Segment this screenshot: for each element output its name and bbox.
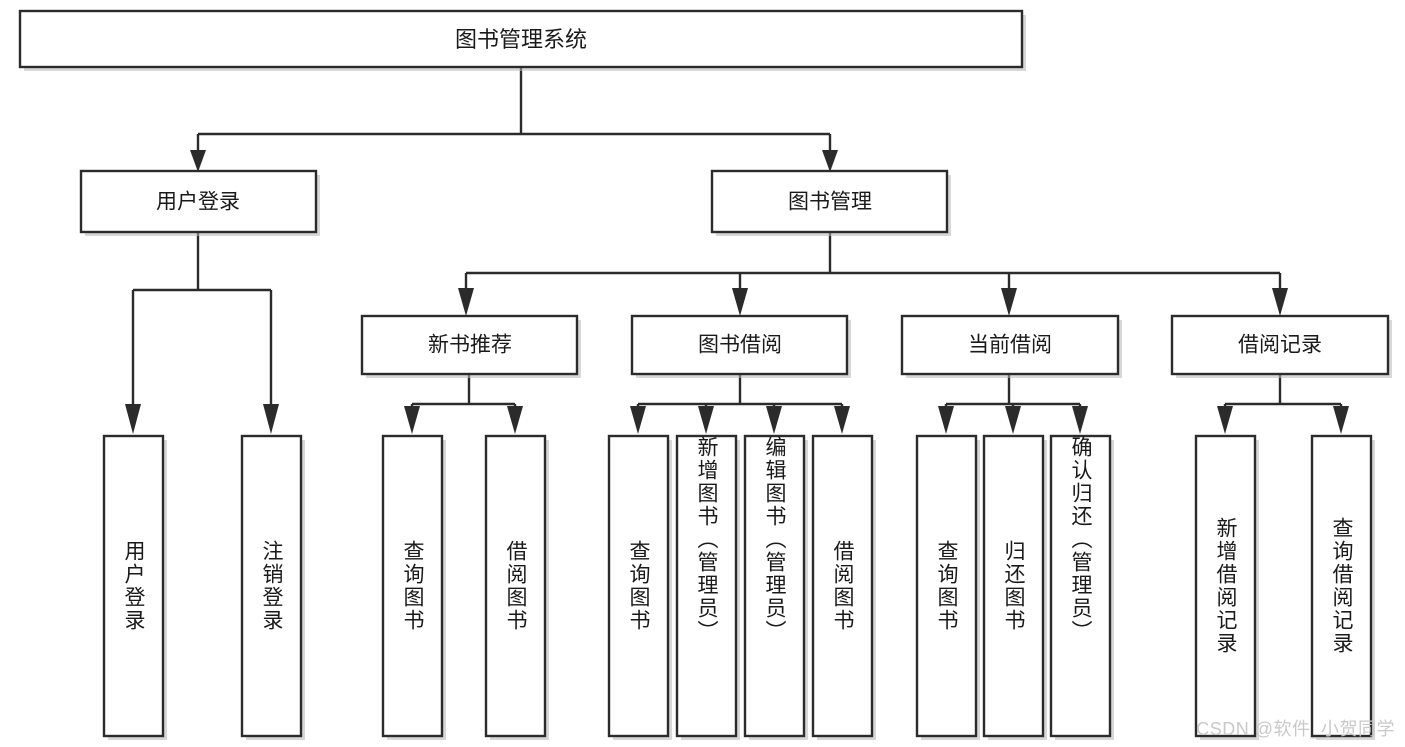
arrow-leaf-query-book-3 xyxy=(938,406,954,434)
borrow-record-node-label: 借阅记录 xyxy=(1238,334,1322,357)
current-borrow-node-box[interactable] xyxy=(900,314,1120,376)
leaf-add-record-box[interactable] xyxy=(1194,434,1257,738)
leaf-user-login-box[interactable] xyxy=(102,434,165,738)
arrow-leaf-borrow-book-2 xyxy=(834,406,850,434)
arrow-leaf-borrow-book-1 xyxy=(507,406,523,434)
book-manage-node-box[interactable] xyxy=(710,169,949,234)
book-borrow-node-box[interactable] xyxy=(630,314,849,376)
book-manage-node-label: 图书管理 xyxy=(788,191,872,214)
leaf-query-book-2-box[interactable] xyxy=(607,434,670,738)
arrow-leaf-query-book-2 xyxy=(630,406,646,434)
arrow-leaf-query-book-1 xyxy=(404,406,420,434)
arrow-to-current-borrow xyxy=(1001,288,1017,316)
arrow-leaf-confirm-return xyxy=(1072,406,1088,434)
new-book-rec-node-label: 新书推荐 xyxy=(428,334,512,357)
root-node-label: 图书管理系统 xyxy=(455,27,587,52)
leaf-edit-book-box[interactable] xyxy=(743,434,806,738)
user-login-node-box[interactable] xyxy=(79,169,318,234)
watermark-text: CSDN @软件_小贺同学 xyxy=(1196,719,1395,739)
leaf-confirm-return-box[interactable] xyxy=(1049,434,1112,738)
node-layer: 图书管理系统 用户登录 图书管理 新书推荐 图书借阅 当前借阅 借阅记录 xyxy=(18,9,1392,740)
arrow-to-book-manage xyxy=(822,150,838,172)
leaf-borrow-book-2-box[interactable] xyxy=(811,434,874,738)
root-node-box[interactable] xyxy=(18,9,1024,69)
arrow-leaf-add-book xyxy=(698,406,714,434)
leaf-query-record-box[interactable] xyxy=(1310,434,1373,738)
leaf-add-book-box[interactable] xyxy=(675,434,738,738)
arrow-to-new-book-rec xyxy=(458,288,474,316)
borrow-record-node-box[interactable] xyxy=(1170,314,1390,376)
leaf-query-book-3-box[interactable] xyxy=(915,434,978,738)
leaf-return-book-box[interactable] xyxy=(982,434,1045,738)
arrow-leaf-logout xyxy=(263,404,279,434)
arrow-to-book-borrow xyxy=(732,288,748,316)
arrow-leaf-edit-book xyxy=(766,406,782,434)
user-login-node-label: 用户登录 xyxy=(156,191,240,214)
arrow-leaf-query-record xyxy=(1333,406,1349,434)
arrow-to-borrow-record xyxy=(1272,288,1288,316)
new-book-rec-node-box[interactable] xyxy=(360,314,579,376)
arrow-leaf-add-record xyxy=(1217,406,1233,434)
arrow-leaf-user-login xyxy=(125,404,141,434)
connector-layer xyxy=(125,67,1349,434)
arrow-leaf-return-book xyxy=(1005,406,1021,434)
arrow-to-user-login xyxy=(190,150,206,172)
current-borrow-node-label: 当前借阅 xyxy=(968,334,1052,357)
book-borrow-node-label: 图书借阅 xyxy=(698,334,782,357)
leaf-borrow-book-1-box[interactable] xyxy=(484,434,547,738)
leaf-query-book-1-box[interactable] xyxy=(381,434,444,738)
leaf-logout-box[interactable] xyxy=(240,434,303,738)
